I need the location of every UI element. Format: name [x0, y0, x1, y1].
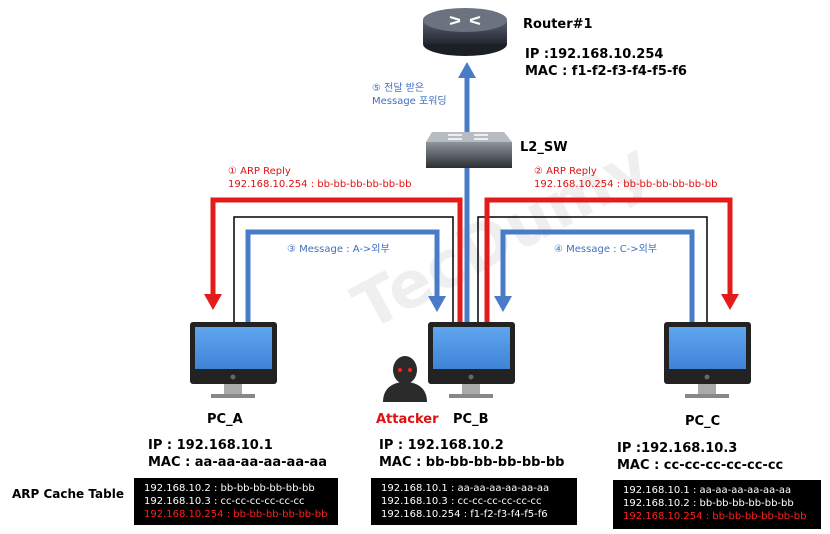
pc-b-monitor-icon [428, 322, 515, 398]
arp-reply-1-line1: ① ARP Reply [228, 166, 291, 177]
pc-c-monitor-icon [664, 322, 751, 398]
attacker-label: Attacker [376, 412, 439, 427]
pc-b-arp-row: 192.168.10.1 : aa-aa-aa-aa-aa-aa [381, 483, 550, 494]
arp-reply-arrow-1 [210, 197, 463, 322]
forward-arrowhead [458, 62, 476, 78]
pc-c-ip: IP :192.168.10.3 [617, 441, 738, 456]
pc-c-arp-row-poisoned: 192.168.10.254 : bb-bb-bb-bb-bb-bb [623, 511, 807, 522]
switch-name: L2_SW [520, 140, 568, 155]
message-arrow-4 [500, 229, 695, 322]
pc-b-arp-row: 192.168.10.3 : cc-cc-cc-cc-cc-cc [381, 496, 542, 507]
arp-reply-2-line1: ② ARP Reply [534, 166, 597, 177]
pc-b-mac: MAC : bb-bb-bb-bb-bb-bb [379, 455, 565, 470]
message-arrowhead-3 [428, 296, 446, 312]
pc-a-monitor-icon [190, 322, 277, 398]
arp-reply-arrowhead-1 [204, 294, 222, 310]
message-4-label: ④ Message : C->외부 [554, 244, 658, 255]
message-arrowhead-4 [494, 296, 512, 312]
pc-a-arp-row: 192.168.10.2 : bb-bb-bb-bb-bb-bb [144, 483, 315, 494]
switch-icon [426, 132, 512, 168]
pc-c-arp-row: 192.168.10.1 : aa-aa-aa-aa-aa-aa [623, 485, 792, 496]
pc-c-mac: MAC : cc-cc-cc-cc-cc-cc [617, 458, 784, 473]
message-3-label: ③ Message : A->외부 [287, 244, 390, 255]
forward-label-line2: Message 포워딩 [372, 96, 447, 107]
pc-a-arp-table: 192.168.10.2 : bb-bb-bb-bb-bb-bb 192.168… [134, 478, 338, 525]
forward-label-line1: ⑤ 전달 받은 [372, 83, 425, 94]
arp-reply-2-line2: 192.168.10.254 : bb-bb-bb-bb-bb-bb [534, 179, 718, 190]
pc-b-ip: IP : 192.168.10.2 [379, 438, 504, 453]
pc-c-arp-table: 192.168.10.1 : aa-aa-aa-aa-aa-aa 192.168… [613, 480, 821, 529]
pc-a-mac: MAC : aa-aa-aa-aa-aa-aa [148, 455, 328, 470]
cable-lines [233, 216, 708, 322]
pc-c-name: PC_C [685, 414, 721, 429]
arp-reply-arrowhead-2 [721, 294, 739, 310]
cable-pc-c [477, 216, 708, 322]
router-ip: IP :192.168.10.254 [525, 47, 664, 62]
router-mac: MAC : f1-f2-f3-f4-f5-f6 [525, 64, 687, 79]
pc-a-arp-row-poisoned: 192.168.10.254 : bb-bb-bb-bb-bb-bb [144, 509, 328, 520]
router-name: Router#1 [523, 17, 593, 32]
arp-reply-arrow-2 [484, 197, 733, 322]
arp-reply-arrows [210, 197, 733, 322]
pc-c-arp-row: 192.168.10.2 : bb-bb-bb-bb-bb-bb [623, 498, 794, 509]
message-arrow-3 [245, 229, 440, 322]
pc-a-arp-row: 192.168.10.3 : cc-cc-cc-cc-cc-cc [144, 496, 305, 507]
arp-cache-table-title: ARP Cache Table [12, 487, 124, 501]
attacker-icon [383, 356, 427, 402]
cable-pc-a [233, 216, 454, 322]
pc-a-ip: IP : 192.168.10.1 [148, 438, 273, 453]
arp-reply-1-line2: 192.168.10.254 : bb-bb-bb-bb-bb-bb [228, 179, 412, 190]
message-arrows [245, 76, 695, 322]
pc-b-arp-row: 192.168.10.254 : f1-f2-f3-f4-f5-f6 [381, 509, 548, 520]
pc-b-arp-table: 192.168.10.1 : aa-aa-aa-aa-aa-aa 192.168… [371, 478, 577, 525]
router-icon [423, 8, 507, 56]
pc-a-name: PC_A [207, 412, 243, 427]
pc-b-name: PC_B [453, 412, 489, 427]
